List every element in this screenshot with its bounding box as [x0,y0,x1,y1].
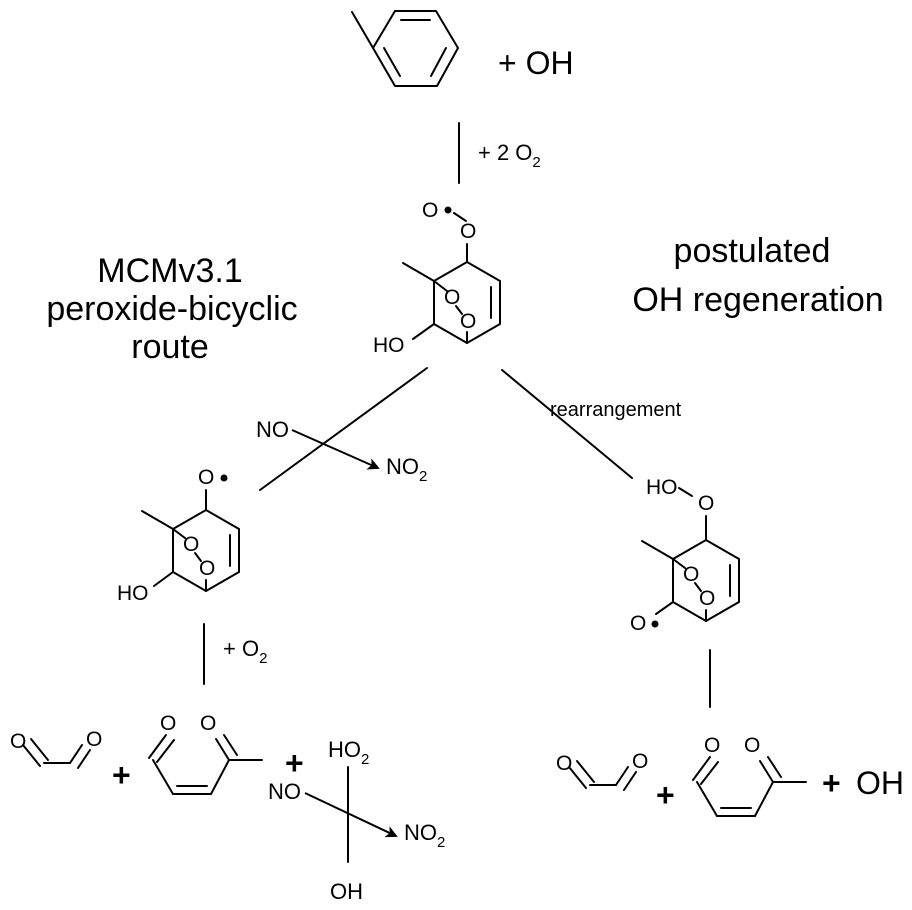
right-glyoxal-o-2: O [632,750,648,773]
no-to-no2-arrow [291,429,380,470]
peroxy-o-terminal: O [422,199,438,222]
left-branch-no: NO [256,417,289,442]
rearrangement-label: rearrangement [550,399,682,421]
dienal-o-2: O [200,712,216,735]
left-branch-line [259,367,428,491]
right-dienal-o-1: O [704,734,720,757]
step1-label: + 2 O2 [478,140,541,171]
left-glyoxal: O O [10,728,102,769]
right-branch-line [501,369,633,479]
right-glyoxal: O O [556,750,648,791]
right-title-line-2: OH regeneration [632,281,883,319]
side-no: NO [268,779,301,804]
left-title-line-1: MCMv3.1 [97,252,242,290]
radical-dot [444,206,452,214]
hydroperoxide-ho: HO [646,476,678,499]
right-title: postulated OH regeneration [632,232,883,319]
side-no-to-no2-arrow [304,792,398,838]
dienal-o-1: O [160,712,176,735]
alkoxy-bridge-o-2: O [199,557,215,580]
right-product-oh: OH [856,765,904,801]
toluene-structure [351,10,459,87]
peroxy-o-inner: O [460,220,476,243]
right-glyoxal-o-1: O [556,752,572,775]
side-ho2: HO2 [328,737,369,768]
hydroperoxide-o: O [698,492,714,515]
right-dienal-o-2: O [744,734,760,757]
bicyclic-alkoxy-radical: O HO O O [117,466,240,605]
bridge-o-1: O [444,286,460,309]
right-title-line-1: postulated [674,232,831,270]
alkoxy-o: O [198,466,214,489]
left-o2-label: + O2 [223,636,267,667]
left-butenedial: O O [148,712,263,795]
left-plus-2: + [285,745,304,781]
right-bridge-o-1: O [683,563,699,586]
left-title-line-3: route [131,328,209,366]
side-oh: OH [330,879,363,904]
left-plus-1: + [112,757,131,793]
glyoxal-o-1: O [10,730,26,753]
right-bridge-o-2: O [699,587,715,610]
glyoxal-o-2: O [86,728,102,751]
bridge-o-2: O [460,310,476,333]
left-title-line-2: peroxide-bicyclic [46,290,297,328]
left-title: MCMv3.1 peroxide-bicyclic route [46,252,297,366]
hydroxy-label: HO [373,334,405,357]
right-plus-2: + [822,765,841,801]
bicyclic-hydroperoxide-radical: HO O O O O [630,476,740,635]
right-radical-dot [651,620,659,628]
right-butenedial: O O [692,734,807,817]
right-alkoxy-o: O [630,612,646,635]
bicyclic-peroxy-radical: O O HO O O [373,199,501,357]
ho2-no-side-reaction: HO2 NO NO2 OH [268,737,445,904]
alkoxy-radical-dot [220,474,228,482]
alkoxy-hydroxy: HO [117,582,149,605]
reactant-plus-oh: + OH [498,45,574,81]
alkoxy-bridge-o-1: O [183,533,199,556]
right-plus-1: + [656,777,675,813]
left-branch-no2: NO2 [386,454,427,485]
side-no2: NO2 [404,820,445,851]
